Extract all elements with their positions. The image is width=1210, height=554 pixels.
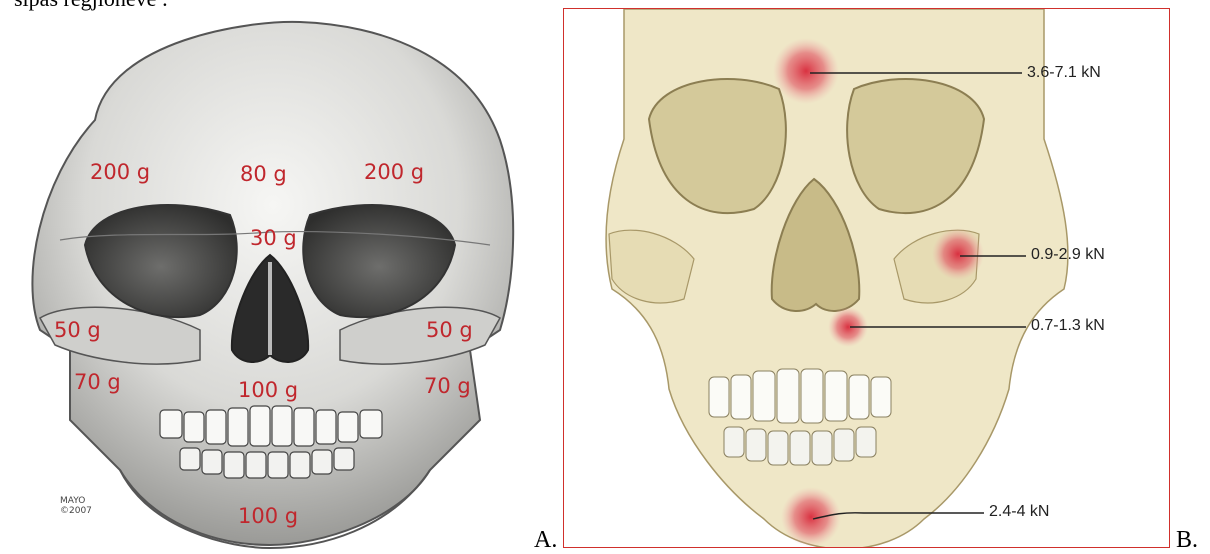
- skull-drawing-b: [564, 9, 1170, 548]
- panel-b-letter: B.: [1176, 527, 1198, 554]
- force-maxilla: 0.7-1.3 kN: [1031, 317, 1105, 335]
- weight-zygoma-left: 50 g: [54, 318, 101, 342]
- weight-frontal-left: 200 g: [90, 160, 150, 184]
- mayo-credit-line1: MAYO: [60, 496, 92, 506]
- panel-a-letter: A.: [534, 527, 557, 554]
- weight-arch-left: 70 g: [74, 370, 121, 394]
- hotspot-zygoma: [932, 228, 984, 280]
- weight-mandible: 100 g: [238, 504, 298, 528]
- force-zygoma: 0.9-2.9 kN: [1031, 246, 1105, 264]
- skull-illustration-b: 3.6-7.1 kN 0.9-2.9 kN 0.7-1.3 kN 2.4-4 k…: [563, 8, 1170, 548]
- force-mandible: 2.4-4 kN: [989, 503, 1049, 521]
- weight-nasal: 30 g: [250, 226, 297, 250]
- weight-zygoma-right: 50 g: [426, 318, 473, 342]
- weight-arch-right: 70 g: [424, 374, 471, 398]
- force-frontal: 3.6-7.1 kN: [1027, 64, 1101, 82]
- weight-maxilla: 100 g: [238, 378, 298, 402]
- skull-drawing-a: [0, 0, 540, 551]
- mayo-credit: MAYO ©2007: [60, 496, 92, 516]
- weight-glabella: 80 g: [240, 162, 287, 186]
- skull-illustration-a: 200 g 80 g 200 g 30 g 50 g 50 g 70 g 70 …: [0, 0, 540, 551]
- mayo-credit-line2: ©2007: [60, 506, 92, 516]
- hotspot-frontal: [773, 38, 839, 104]
- weight-frontal-right: 200 g: [364, 160, 424, 184]
- hotspot-mandible: [781, 487, 841, 547]
